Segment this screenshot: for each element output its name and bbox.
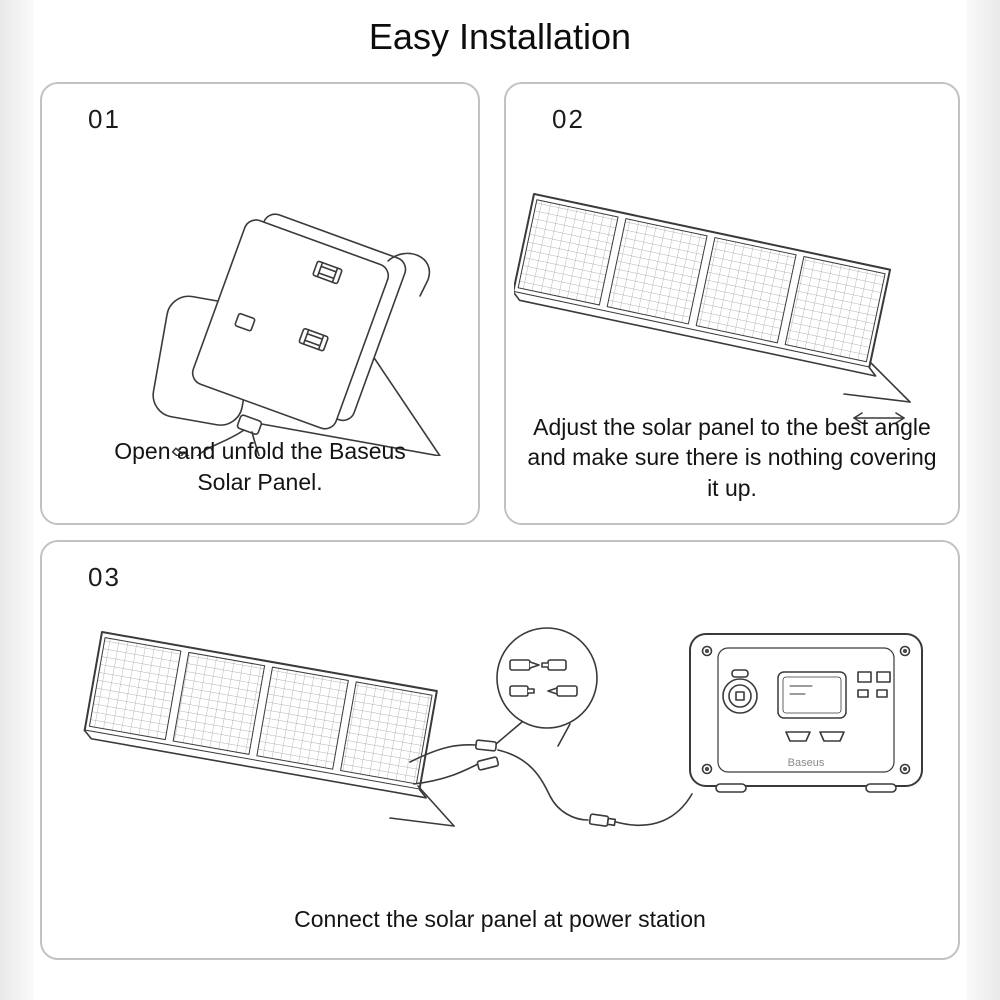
cable-left: [196, 429, 245, 456]
folded-solar-panel-illustration: [42, 126, 482, 456]
cord-to-station: [615, 793, 693, 827]
folded-panel-pack: [191, 213, 431, 430]
splitter-connector-upper: [475, 739, 498, 752]
cable-pocket: [234, 312, 256, 332]
connect-power-station-illustration: Baseus: [42, 594, 962, 894]
corner-screws: [701, 645, 911, 775]
carry-handle: [387, 252, 431, 297]
kickstand: [843, 361, 911, 403]
kickstand: [389, 785, 455, 827]
step-number-3: 03: [88, 562, 121, 592]
solar-array-angle-illustration: [514, 156, 954, 446]
step-caption-2: Adjust the solar panel to the best angle…: [527, 413, 937, 501]
splitter-connector-lower: [476, 756, 500, 771]
solar-panel-array: [514, 193, 892, 377]
buckle-bottom: [298, 327, 329, 352]
buckle-top: [312, 260, 343, 285]
cable-right: [251, 431, 260, 456]
step3-illustration-svg: Baseus: [83, 627, 923, 827]
step-caption-3: Connect the solar panel at power station: [294, 905, 706, 932]
step2-illustration-svg: [514, 193, 911, 424]
page-edge-right: [966, 0, 1000, 1000]
ground-outline: [255, 315, 441, 456]
page-edge-left: [0, 0, 34, 1000]
step-number-2: 02: [552, 104, 585, 134]
output-port-icons: [857, 671, 891, 698]
step-card-3: 03: [40, 540, 960, 960]
hdmi-ports: [785, 731, 845, 742]
power-station: Baseus: [689, 633, 923, 793]
power-station-brand-label: Baseus: [788, 757, 825, 769]
step-card-2: 02: [504, 82, 960, 525]
mc4-pair-bottom: [509, 685, 578, 697]
step-card-1: 01: [40, 82, 480, 525]
station-feet: [715, 783, 897, 793]
step1-illustration-svg: [152, 213, 441, 456]
step-number-1: 01: [88, 104, 121, 134]
page-title: Easy Installation: [368, 16, 632, 57]
connector-detail-bubble: [495, 627, 598, 747]
display-screen: [777, 671, 847, 719]
panel-cable-lower: [413, 763, 479, 785]
panel-cable-upper: [409, 743, 477, 763]
inline-plug: [588, 813, 617, 827]
step-caption-1: Open and unfold the Baseus Solar Panel.: [114, 438, 406, 495]
mc4-connector-left: [171, 447, 201, 456]
adjust-angle-arrow: [853, 412, 905, 424]
mc4-pair-top: [509, 659, 567, 671]
solar-panel-array: [83, 631, 438, 799]
joined-cable: [497, 749, 589, 821]
dc-input-port: [722, 669, 758, 714]
